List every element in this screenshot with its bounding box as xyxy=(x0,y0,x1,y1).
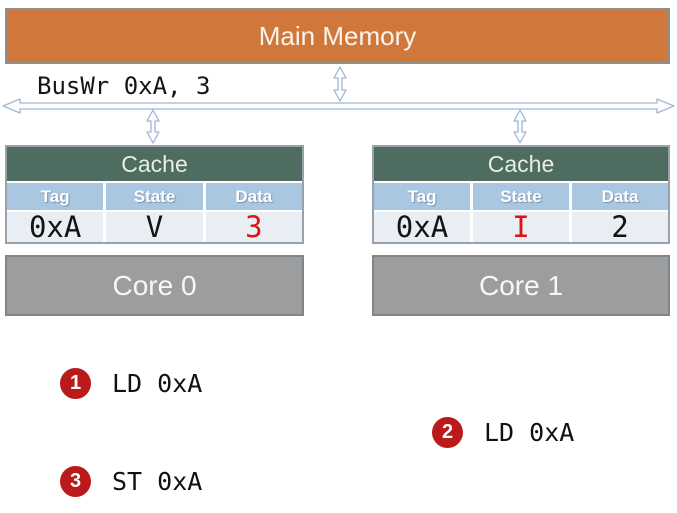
bus-line-arrow xyxy=(2,98,675,114)
cache1-state-value: I xyxy=(473,212,569,242)
memory-bus-connector-arrow xyxy=(333,66,347,102)
cache0-col-state: State xyxy=(106,183,203,210)
cache0-data-value: 3 xyxy=(205,212,302,242)
main-memory-box: Main Memory xyxy=(5,8,670,64)
cache1-title: Cache xyxy=(374,147,668,181)
cache1-col-state: State xyxy=(473,183,569,210)
cache1-col-tag: Tag xyxy=(374,183,470,210)
cache1-tag-value: 0xA xyxy=(374,212,470,242)
cache0-title: Cache xyxy=(7,147,302,181)
core0-box: Core 0 xyxy=(5,255,304,316)
cache0-column-headers: Tag State Data xyxy=(7,183,302,210)
cache0-state-value: V xyxy=(106,212,203,242)
step-2-badge: 2 xyxy=(432,417,463,448)
cache1-column-headers: Tag State Data xyxy=(374,183,668,210)
cache0-tag-value: 0xA xyxy=(7,212,104,242)
core1-label: Core 1 xyxy=(478,269,564,301)
cache0-bus-connector-arrow xyxy=(146,109,160,144)
step-3-label: ST 0xA xyxy=(112,467,203,496)
step-1-badge: 1 xyxy=(60,368,91,399)
core0-label: Core 0 xyxy=(112,269,197,301)
step-3: 3 ST 0xA xyxy=(60,466,202,497)
bus-message-label: BusWr 0xA, 3 xyxy=(37,72,211,100)
cache1-col-data: Data xyxy=(572,183,668,210)
step-1-label: LD 0xA xyxy=(112,369,203,398)
cache0-table: Cache Tag State Data 0xA V 3 xyxy=(5,145,304,244)
cache1-table: Cache Tag State Data 0xA I 2 xyxy=(372,145,670,244)
core1-box: Core 1 xyxy=(372,255,670,316)
step-2-label: LD 0xA xyxy=(484,418,575,447)
step-3-badge: 3 xyxy=(60,466,91,497)
cache1-data-value: 2 xyxy=(572,212,668,242)
cache1-bus-connector-arrow xyxy=(513,109,527,144)
cache1-row: 0xA I 2 xyxy=(374,212,668,242)
step-2: 2 LD 0xA xyxy=(432,417,574,448)
cache0-col-tag: Tag xyxy=(7,183,104,210)
cache0-row: 0xA V 3 xyxy=(7,212,302,242)
step-1: 1 LD 0xA xyxy=(60,368,202,399)
cache0-col-data: Data xyxy=(205,183,302,210)
main-memory-label: Main Memory xyxy=(258,20,417,51)
